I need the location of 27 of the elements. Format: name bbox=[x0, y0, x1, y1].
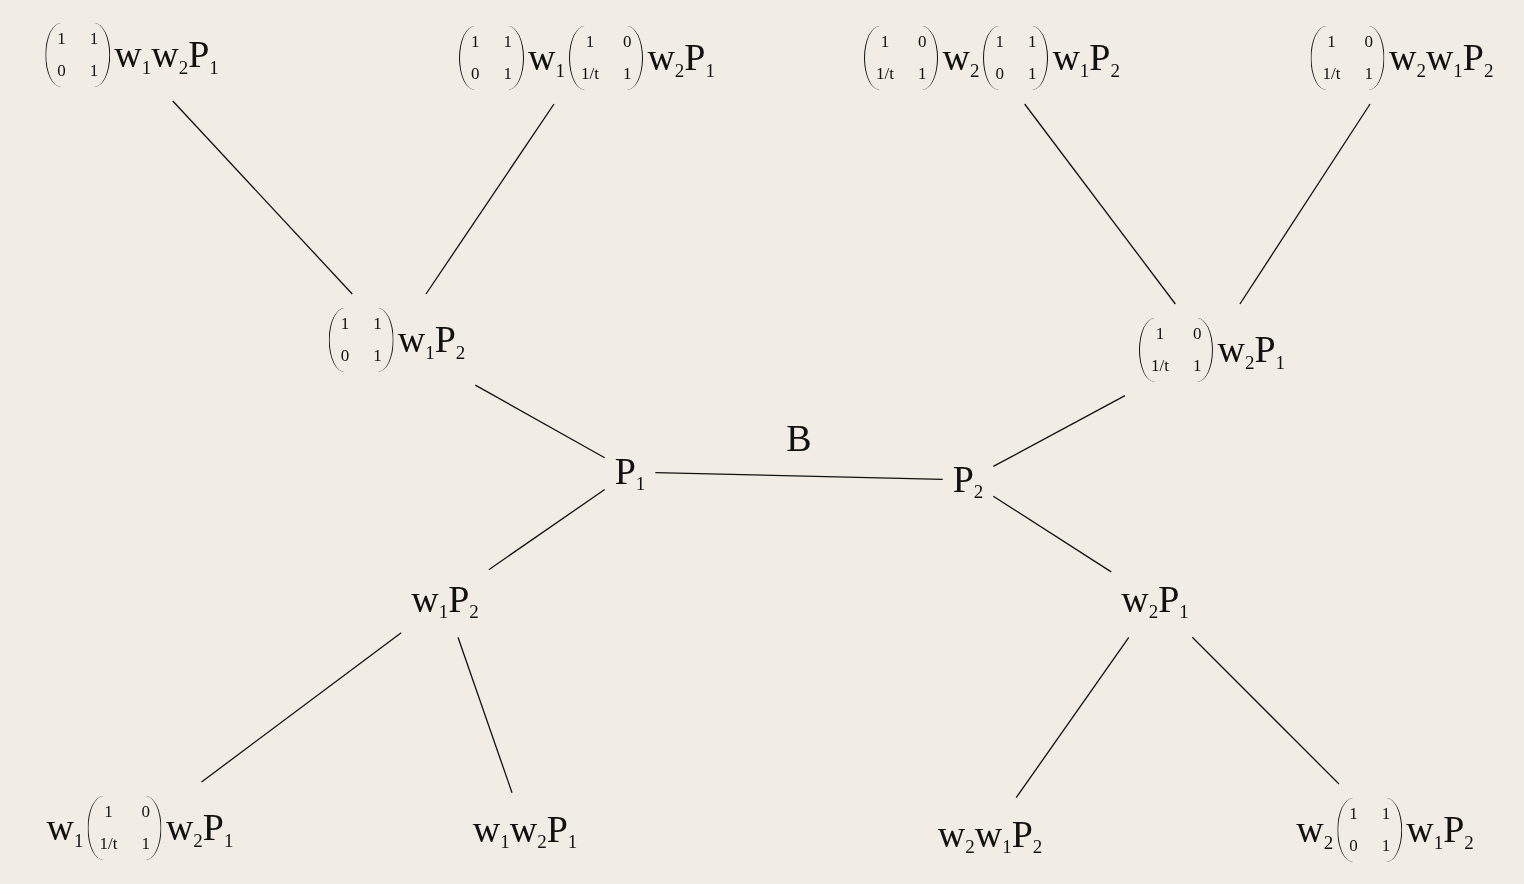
connector-line bbox=[172, 100, 353, 295]
connector-line bbox=[1015, 636, 1130, 799]
math-expression: w$_{1}$w$_{2}$P$_{1}$ bbox=[462, 792, 588, 868]
math-expression: w$_{1}$P$_{2}$ bbox=[401, 562, 489, 638]
connector-line bbox=[1191, 636, 1340, 785]
math-expression: 1 1 0 1 w$_{1}$w$_{2}$P$_{1}$ bbox=[31, 9, 229, 101]
math-expression: 1 0 1/t 1 w$_{2}$w$_{1}$P$_{2}$ bbox=[1296, 12, 1504, 104]
connector-line bbox=[1239, 103, 1371, 305]
connector-line bbox=[1024, 103, 1176, 305]
math-expression: 1 1 0 1 w$_{1}$ 1 0 1/t 1 w$_{2}$P$_{1}$ bbox=[445, 12, 725, 104]
connector-line bbox=[654, 471, 944, 481]
connector-line bbox=[457, 636, 513, 794]
connector-line bbox=[474, 384, 606, 459]
connector-line bbox=[425, 103, 555, 295]
math-expression: 1 0 1/t 1 w$_{2}$ 1 1 0 1 w$_{1}$P$_{2}$ bbox=[850, 12, 1130, 104]
math-expression: 1 0 1/t 1 w$_{2}$P$_{1}$ bbox=[1125, 304, 1295, 396]
connector-line bbox=[200, 632, 402, 783]
math-expression: w$_{2}$ 1 1 0 1 w$_{1}$P$_{2}$ bbox=[1286, 784, 1484, 876]
connector-line bbox=[992, 395, 1126, 468]
math-expression: w$_{2}$P$_{1}$ bbox=[1111, 562, 1199, 638]
math-expression: 1 1 0 1 w$_{1}$P$_{2}$ bbox=[314, 294, 476, 386]
connector-line bbox=[488, 488, 606, 571]
math-expression: w$_{2}$w$_{1}$P$_{2}$ bbox=[927, 797, 1053, 873]
math-expression: w$_{1}$ 1 0 1/t 1 w$_{2}$P$_{1}$ bbox=[36, 782, 244, 874]
math-expression: P$_{1}$ bbox=[604, 434, 656, 510]
connector-line bbox=[992, 495, 1112, 573]
math-expression: P$_{2}$ bbox=[942, 442, 994, 518]
